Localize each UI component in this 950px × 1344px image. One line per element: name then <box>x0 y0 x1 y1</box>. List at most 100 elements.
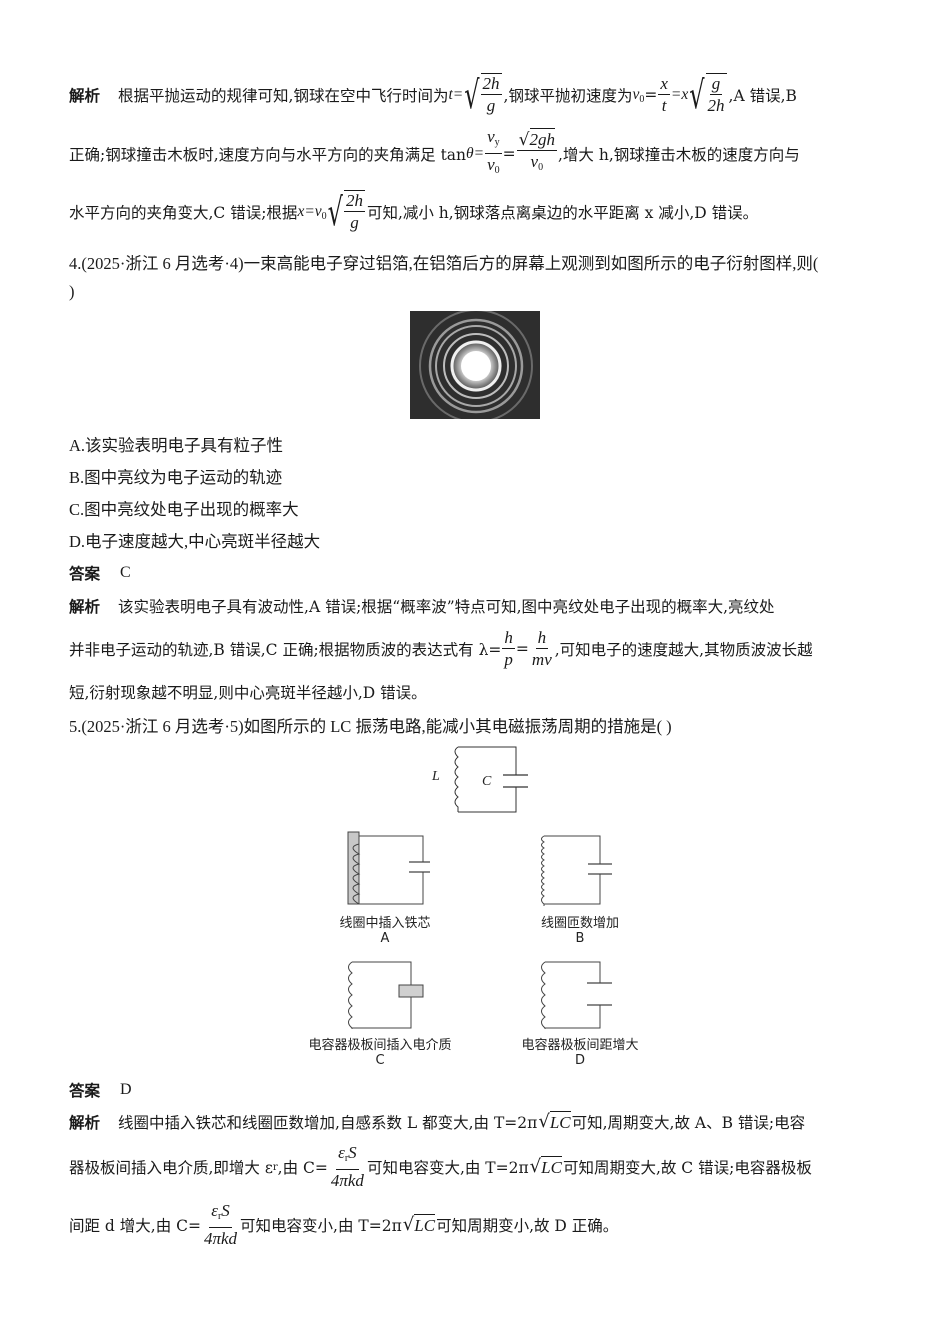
s: S <box>221 1200 230 1220</box>
q4-option-c: C.图中亮纹处电子出现的概率大 <box>69 496 882 520</box>
denominator: 4πkd <box>330 1170 364 1190</box>
lc-circuit-icon: L C <box>431 746 528 813</box>
radical-icon: √ <box>402 1214 415 1235</box>
text: ,增大 h,钢球撞击木板的速度方向与 <box>558 146 800 164</box>
analysis-label: 解析 <box>69 1114 101 1132</box>
denominator: t <box>661 95 667 115</box>
radical-icon: √ <box>689 72 705 118</box>
text: 短,衍射现象越不明显,则中心亮斑半径越小,D 错误。 <box>69 684 427 702</box>
numerator: 2h <box>343 191 365 212</box>
caption-text: 线圈匝数增加 <box>540 916 619 931</box>
wide-gap-capacitor-icon <box>541 961 612 1029</box>
q5-answer: 答案 D <box>69 1078 882 1102</box>
math-t: t= <box>448 86 464 103</box>
numerator: εrS <box>336 1143 359 1170</box>
option-text: C.图中亮纹处电子出现的概率大 <box>69 500 299 519</box>
text: ,钢球平抛初速度为 <box>503 87 633 105</box>
option-text: A.该实验表明电子具有粒子性 <box>69 436 284 455</box>
radical-icon: √ <box>538 1111 550 1132</box>
text: ,A 错误,B <box>728 87 797 105</box>
numerator: h <box>502 627 515 649</box>
caption-text: 线圈中插入铁芯 <box>339 916 431 931</box>
caption-text: 电容器极板间插入电介质 <box>308 1038 452 1053</box>
numerator: √2gh <box>516 127 557 151</box>
math-v0: v0 <box>632 86 644 105</box>
numerator: 2h <box>480 74 502 95</box>
more-turns-coil-icon <box>541 835 612 908</box>
q4-answer: 答案 C <box>69 561 882 585</box>
circuit-b-more-turns <box>540 832 620 908</box>
v: v <box>487 126 495 146</box>
sqrt-expression: √LC <box>538 1111 571 1133</box>
q4-option-b: B.图中亮纹为电子运动的轨迹 <box>69 464 882 488</box>
caption-letter: A <box>380 931 390 946</box>
q4-option-a: A.该实验表明电子具有粒子性 <box>69 432 882 456</box>
q5-analysis-line-1: 解析 线圈中插入铁芯和线圈匝数增加,自感系数 L 都变大,由 T=2π √LC … <box>69 1108 882 1136</box>
q4-option-d: D.电子速度越大,中心亮斑半径越大 <box>69 528 882 552</box>
denominator: p <box>504 649 513 669</box>
radicand: LC <box>541 1156 562 1177</box>
text: 可知电容变小,由 T=2π <box>240 1217 402 1235</box>
numerator: x <box>658 73 670 95</box>
radicand: LC <box>549 1111 571 1132</box>
q5-stem: 5.(2025·浙江 6 月选考·5)如图所示的 LC 振荡电路,能减小其电磁振… <box>69 713 882 737</box>
text: ,由 C= <box>277 1159 328 1177</box>
caption-letter: D <box>574 1053 585 1068</box>
diffraction-rings-icon <box>410 309 540 423</box>
epsilon: ε <box>211 1200 218 1220</box>
text: 可知,减小 h,钢球落点离桌边的水平距离 x 减小,D 错误。 <box>366 204 759 222</box>
caption-a: 线圈中插入铁芯 A <box>300 912 470 946</box>
sqrt-expression: √LC <box>402 1214 436 1236</box>
sub: r <box>344 1152 349 1164</box>
denominator: v0 <box>485 154 502 182</box>
dielectric-capacitor-icon <box>348 961 424 1029</box>
numerator: εrS <box>209 1201 232 1228</box>
text: 水平方向的夹角变大,C 错误;根据 <box>69 204 298 222</box>
denominator: 2h <box>707 96 725 115</box>
radical-icon: √ <box>529 1156 542 1177</box>
text: 可知电容变大,由 T=2π <box>366 1159 529 1177</box>
equals: = <box>502 145 516 163</box>
option-text: D.电子速度越大,中心亮斑半径越大 <box>69 532 321 551</box>
q4-stem-line-2: ) <box>69 280 882 304</box>
question-stem: 4.(2025·浙江 6 月选考·4)一束高能电子穿过铝箔,在铝箔后方的屏幕上观… <box>69 254 819 273</box>
circuit-d-plate-distance <box>540 958 620 1032</box>
v: v <box>530 151 539 171</box>
epsilon: ε <box>338 1142 345 1162</box>
sub: r <box>272 1161 278 1173</box>
question-stem: 5.(2025·浙江 6 月选考·5)如图所示的 LC 振荡电路,能减小其电磁振… <box>69 717 672 736</box>
caption-d: 电容器极板间距增大 D <box>500 1034 660 1068</box>
caption-text: 电容器极板间距增大 <box>521 1038 639 1053</box>
answer-label: 答案 <box>69 1082 101 1100</box>
text: 正确;钢球撞击木板时,速度方向与水平方向的夹角满足 tan <box>69 146 467 164</box>
radicand: LC <box>414 1214 436 1235</box>
radicand: 2gh <box>529 127 555 149</box>
q4-stem-line-1: 4.(2025·浙江 6 月选考·4)一束高能电子穿过铝箔,在铝箔后方的屏幕上观… <box>69 250 882 274</box>
x-eq-v: x=v <box>297 202 322 220</box>
denominator: g <box>486 96 496 115</box>
caption-c: 电容器极板间插入电介质 C <box>290 1034 470 1068</box>
numerator: h <box>535 627 549 649</box>
numerator: vy <box>485 127 502 154</box>
sub: y <box>494 136 500 148</box>
text: 间距 d 增大,由 C= <box>69 1217 201 1235</box>
radical-icon: √ <box>327 189 343 235</box>
equals: = <box>515 640 529 658</box>
denominator: g <box>350 213 359 232</box>
text: 可知周期变大,故 C 错误;电容器极板 <box>562 1159 812 1177</box>
text: 并非电子运动的轨迹,B 错误,C 正确;根据物质波的表达式有 λ= <box>69 641 502 659</box>
math-theta: θ= <box>466 145 485 162</box>
equals: = <box>644 86 658 104</box>
